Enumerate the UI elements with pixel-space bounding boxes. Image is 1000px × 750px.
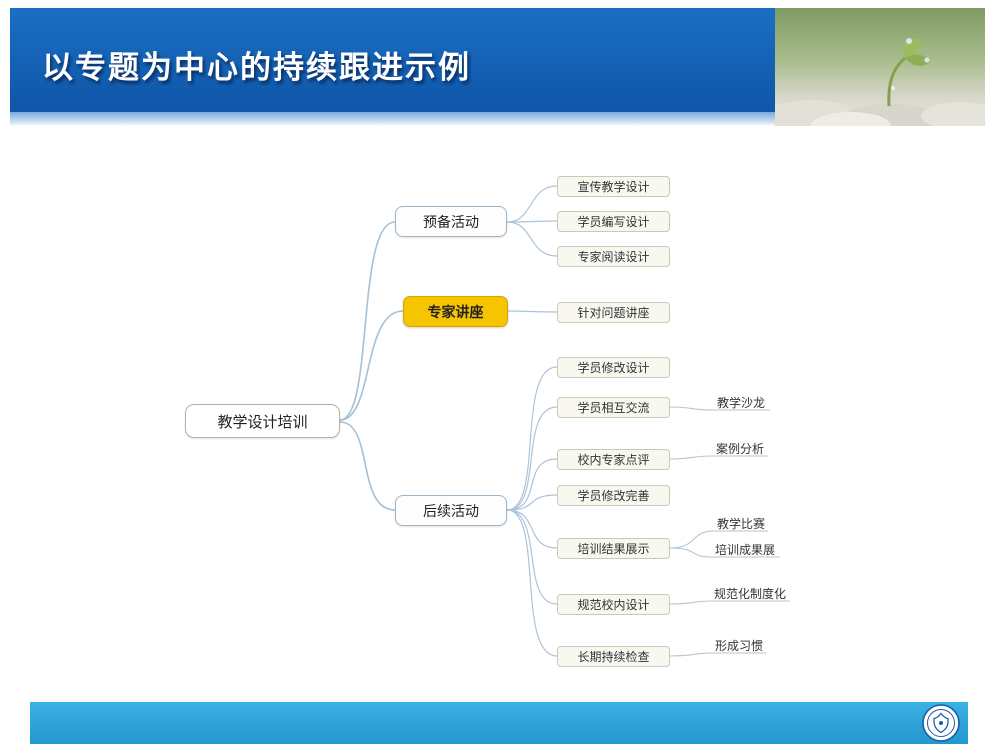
- node-publicize-teaching-design: 宣传教学设计: [557, 176, 670, 197]
- page-title: 以专题为中心的持续跟进示例: [42, 50, 471, 85]
- node-students-exchange: 学员相互交流: [557, 397, 670, 418]
- node-expert-lecture: 专家讲座: [403, 296, 508, 327]
- sprout-illustration: [775, 8, 985, 126]
- footer-bar: [30, 702, 968, 744]
- node-students-improve: 学员修改完善: [557, 485, 670, 506]
- header-blue-banner: 以专题为中心的持续跟进示例: [10, 8, 775, 112]
- leaf-case-analysis: 案例分析: [715, 442, 764, 456]
- node-experts-read-design: 专家阅读设计: [557, 246, 670, 267]
- leaf-standardization: 规范化制度化: [713, 587, 786, 601]
- node-problem-targeted-lecture: 针对问题讲座: [557, 302, 670, 323]
- leaf-form-habit: 形成习惯: [714, 639, 763, 653]
- node-training-results-show: 培训结果展示: [557, 538, 670, 559]
- node-inschool-expert-review: 校内专家点评: [557, 449, 670, 470]
- node-students-revise-design: 学员修改设计: [557, 357, 670, 378]
- node-longterm-inspection: 长期持续检查: [557, 646, 670, 667]
- sprout-photo-icon: [775, 8, 985, 126]
- node-followup-activities: 后续活动: [395, 495, 507, 526]
- leaf-training-exhibition: 培训成果展: [714, 543, 775, 557]
- mindmap-root-node: 教学设计培训: [185, 404, 340, 438]
- school-seal-logo-icon: [922, 704, 960, 742]
- node-students-write-design: 学员编写设计: [557, 211, 670, 232]
- leaf-teaching-competition: 教学比赛: [716, 517, 765, 531]
- node-prep-activities: 预备活动: [395, 206, 507, 237]
- leaf-teaching-salon: 教学沙龙: [716, 396, 765, 410]
- node-standardize-design: 规范校内设计: [557, 594, 670, 615]
- slide-header: 以专题为中心的持续跟进示例: [10, 8, 985, 126]
- header-accent-strip: [10, 112, 775, 126]
